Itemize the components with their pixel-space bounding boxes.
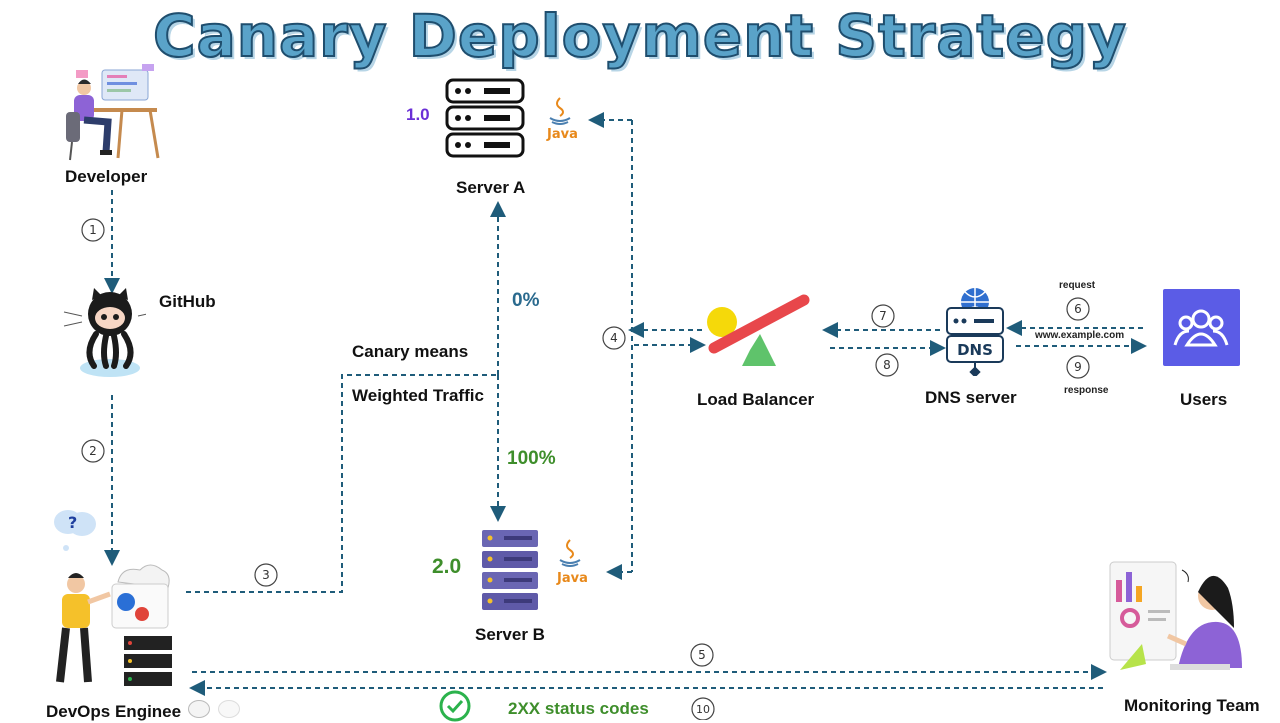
monitoring-team-label: Monitoring Team xyxy=(1124,696,1260,715)
server-a-traffic: 0% xyxy=(512,290,540,311)
step-4: 4 xyxy=(610,331,618,345)
check-circle-icon xyxy=(439,690,471,722)
step-1-circle xyxy=(81,218,105,242)
step-8-circle xyxy=(875,353,899,377)
users-icon xyxy=(1173,309,1229,347)
server-b-traffic: 100% xyxy=(507,448,556,469)
step-9: 9 xyxy=(1074,360,1082,374)
step-3: 3 xyxy=(262,568,270,582)
server-a-icon xyxy=(445,78,525,158)
step-5-circle xyxy=(690,643,714,667)
dns-badge: DNS xyxy=(957,341,993,359)
github-label: GitHub xyxy=(159,292,216,311)
canary-note-line1: Canary means xyxy=(352,342,469,361)
developer-icon xyxy=(66,64,160,161)
server-b-label: Server B xyxy=(475,625,545,644)
users-label: Users xyxy=(1180,390,1228,409)
step-6-circle xyxy=(1066,297,1090,321)
step-10: 10 xyxy=(696,703,710,716)
devops-engineer-icon: ? xyxy=(54,510,172,686)
github-icon xyxy=(63,288,146,377)
url-label: www.example.com xyxy=(1035,330,1125,341)
edge-devops-canary xyxy=(186,374,498,593)
step-2: 2 xyxy=(89,444,97,458)
java-label-b: Java xyxy=(557,571,588,586)
dns-server-label: DNS server xyxy=(925,388,1017,407)
devops-label: DevOps Enginee xyxy=(46,702,182,721)
dns-server-icon: DNS xyxy=(946,288,1004,376)
java-icon-a xyxy=(549,97,571,125)
load-balancer-label: Load Balancer xyxy=(697,390,815,409)
step-7: 7 xyxy=(879,309,887,323)
server-a-version: 1.0 xyxy=(406,105,430,124)
users-box xyxy=(1163,289,1240,366)
step-3-circle xyxy=(254,563,278,587)
step-8: 8 xyxy=(883,358,891,372)
step-4-circle xyxy=(602,326,626,350)
status-codes-label: 2XX status codes xyxy=(508,699,649,718)
monitoring-team-icon xyxy=(1109,561,1242,670)
svg-text:?: ? xyxy=(68,513,77,532)
server-a-label: Server A xyxy=(456,178,526,197)
step-10-circle xyxy=(691,697,715,720)
more-options-button[interactable] xyxy=(218,700,240,718)
java-label-a: Java xyxy=(547,127,578,142)
request-label: request xyxy=(1059,280,1096,291)
developer-label: Developer xyxy=(65,167,148,186)
response-label: response xyxy=(1064,385,1109,396)
load-balancer-icon xyxy=(707,294,810,366)
server-b-version: 2.0 xyxy=(432,555,462,578)
step-2-circle xyxy=(81,439,105,463)
server-b-icon xyxy=(482,530,538,610)
canary-note-line2: Weighted Traffic xyxy=(352,386,484,405)
step-9-circle xyxy=(1066,355,1090,379)
java-icon-b xyxy=(559,539,581,567)
video-control-button[interactable] xyxy=(188,700,210,718)
step-7-circle xyxy=(871,304,895,328)
page-title: Canary Deployment Strategy xyxy=(152,1,1127,71)
step-6: 6 xyxy=(1074,302,1082,316)
step-5: 5 xyxy=(698,648,706,662)
step-1: 1 xyxy=(89,223,97,237)
